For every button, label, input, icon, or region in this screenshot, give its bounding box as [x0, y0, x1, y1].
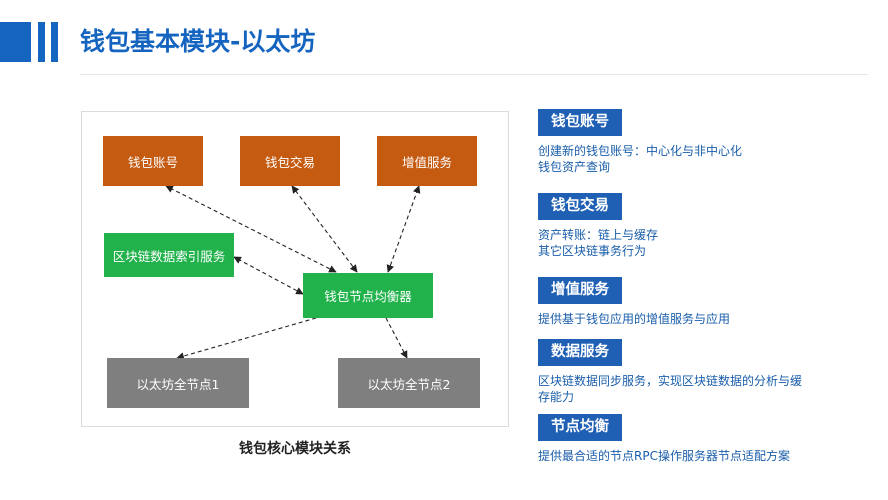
description-line: 存能力: [538, 390, 575, 404]
section-node-balancing: 节点均衡 提供最合适的节点RPC操作服务器节点适配方案: [538, 414, 883, 464]
section-title: 增值服务: [538, 277, 622, 304]
node-wallet-transaction: 钱包交易: [240, 136, 340, 186]
section-data-service: 数据服务 区块链数据同步服务，实现区块链数据的分析与缓 存能力: [538, 339, 883, 405]
section-description: 创建新的钱包账号：中心化与非中心化 钱包资产查询: [538, 143, 883, 175]
section-description: 区块链数据同步服务，实现区块链数据的分析与缓 存能力: [538, 373, 883, 405]
description-line: 提供最合适的节点RPC操作服务器节点适配方案: [538, 449, 790, 463]
node-full-node-2: 以太坊全节点2: [338, 358, 480, 408]
section-wallet-transaction: 钱包交易 资产转账：链上与缓存 其它区块链事务行为: [538, 193, 883, 259]
section-title: 钱包交易: [538, 193, 622, 220]
description-line: 创建新的钱包账号：中心化与非中心化: [538, 144, 743, 158]
section-wallet-account: 钱包账号 创建新的钱包账号：中心化与非中心化 钱包资产查询: [538, 109, 883, 175]
section-title: 钱包账号: [538, 109, 622, 136]
header-bar-wide: [0, 22, 31, 62]
section-description: 资产转账：链上与缓存 其它区块链事务行为: [538, 227, 883, 259]
description-line: 区块链数据同步服务，实现区块链数据的分析与缓: [538, 374, 803, 388]
page-title: 钱包基本模块-以太坊: [80, 27, 316, 56]
description-line: 资产转账：链上与缓存: [538, 228, 659, 242]
section-value-added-service: 增值服务 提供基于钱包应用的增值服务与应用: [538, 277, 883, 327]
section-description: 提供基于钱包应用的增值服务与应用: [538, 311, 883, 327]
description-line: 提供基于钱包应用的增值服务与应用: [538, 312, 731, 326]
header-bar-thin: [51, 22, 58, 62]
diagram-caption: 钱包核心模块关系: [239, 441, 351, 457]
node-index-service: 区块链数据索引服务: [104, 233, 234, 277]
node-full-node-1: 以太坊全节点1: [107, 358, 249, 408]
node-balancer: 钱包节点均衡器: [303, 273, 433, 318]
section-title: 数据服务: [538, 339, 622, 366]
section-title: 节点均衡: [538, 414, 622, 441]
title-divider: [80, 74, 868, 75]
description-line: 钱包资产查询: [538, 160, 611, 174]
section-description: 提供最合适的节点RPC操作服务器节点适配方案: [538, 448, 883, 464]
description-line: 其它区块链事务行为: [538, 244, 647, 258]
node-value-added-service: 增值服务: [377, 136, 477, 186]
node-wallet-account: 钱包账号: [103, 136, 203, 186]
header-bar-thin: [38, 22, 45, 62]
